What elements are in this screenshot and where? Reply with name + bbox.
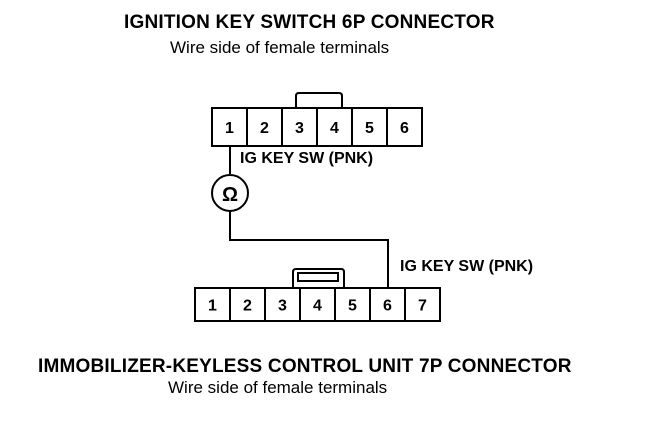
bottom-connector-subtitle: Wire side of female terminals — [168, 378, 388, 397]
top-connector-subtitle: Wire side of female terminals — [170, 38, 390, 57]
top-connector-title: IGNITION KEY SWITCH 6P CONNECTOR — [124, 12, 495, 33]
top-wire-label: IG KEY SW (PNK) — [240, 150, 374, 167]
bottom-connector-pin-2: 2 — [243, 298, 252, 315]
bottom-connector-pin-3: 3 — [278, 298, 287, 315]
top-connector-pins: 1 2 3 4 5 6 — [225, 120, 409, 137]
bottom-connector-latch-inner — [297, 272, 339, 282]
top-connector-pin-3: 3 — [295, 120, 304, 137]
bottom-connector-latch — [292, 268, 345, 288]
bottom-connector-body — [194, 287, 441, 322]
bottom-connector-pin-6: 6 — [383, 298, 392, 315]
top-connector-cells — [246, 108, 388, 146]
bottom-connector-pin-7: 7 — [418, 298, 427, 315]
bottom-connector-pin-5: 5 — [348, 298, 357, 315]
top-connector-latch — [295, 92, 343, 108]
ohm-symbol: Ω — [222, 184, 238, 206]
top-connector-pin-6: 6 — [400, 120, 409, 137]
top-connector-pin-2: 2 — [260, 120, 269, 137]
bottom-wire-label: IG KEY SW (PNK) — [400, 258, 534, 275]
top-connector-pin-5: 5 — [365, 120, 374, 137]
bottom-connector-pin-1: 1 — [208, 298, 217, 315]
top-connector-pin-1: 1 — [225, 120, 234, 137]
bottom-connector-cells — [229, 288, 406, 321]
bottom-connector-pin-4: 4 — [313, 298, 322, 315]
bottom-connector-title: IMMOBILIZER-KEYLESS CONTROL UNIT 7P CONN… — [38, 356, 572, 377]
bottom-connector-pins: 1 2 3 4 5 6 7 — [208, 298, 427, 315]
top-connector-pin-4: 4 — [330, 120, 339, 137]
wire-meter-to-bottom — [229, 211, 389, 288]
